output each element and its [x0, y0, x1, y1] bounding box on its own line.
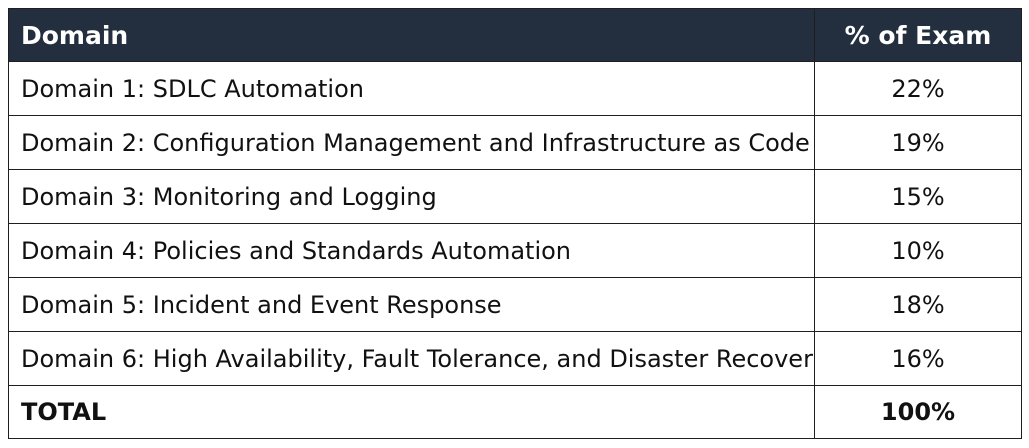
total-row: TOTAL 100% — [8, 385, 1022, 439]
domain-cell: Domain 5: Incident and Event Response — [8, 277, 815, 332]
table-row: Domain 2: Configuration Management and I… — [8, 115, 1022, 170]
domain-column-header: Domain — [8, 8, 815, 62]
percent-cell: 18% — [814, 277, 1022, 332]
percent-cell: 10% — [814, 223, 1022, 278]
domain-cell: Domain 6: High Availability, Fault Toler… — [8, 331, 815, 386]
table-row: Domain 1: SDLC Automation 22% — [8, 61, 1022, 116]
percent-cell: 22% — [814, 61, 1022, 116]
percent-cell: 15% — [814, 169, 1022, 224]
table-row: Domain 4: Policies and Standards Automat… — [8, 223, 1022, 278]
total-label-cell: TOTAL — [8, 385, 815, 439]
table-row: Domain 3: Monitoring and Logging 15% — [8, 169, 1022, 224]
total-percent-cell: 100% — [814, 385, 1022, 439]
table-row: Domain 5: Incident and Event Response 18… — [8, 277, 1022, 332]
domain-cell: Domain 3: Monitoring and Logging — [8, 169, 815, 224]
exam-domain-table: Domain % of Exam Domain 1: SDLC Automati… — [8, 8, 1022, 439]
table-row: Domain 6: High Availability, Fault Toler… — [8, 331, 1022, 386]
exam-domain-table-container: Domain % of Exam Domain 1: SDLC Automati… — [8, 8, 1022, 439]
percent-cell: 19% — [814, 115, 1022, 170]
percent-cell: 16% — [814, 331, 1022, 386]
percent-column-header: % of Exam — [814, 8, 1022, 62]
header-row: Domain % of Exam — [8, 8, 1022, 62]
domain-cell: Domain 1: SDLC Automation — [8, 61, 815, 116]
domain-cell: Domain 4: Policies and Standards Automat… — [8, 223, 815, 278]
domain-cell: Domain 2: Configuration Management and I… — [8, 115, 815, 170]
table-body: Domain 1: SDLC Automation 22% Domain 2: … — [8, 61, 1022, 439]
table-header: Domain % of Exam — [8, 8, 1022, 62]
